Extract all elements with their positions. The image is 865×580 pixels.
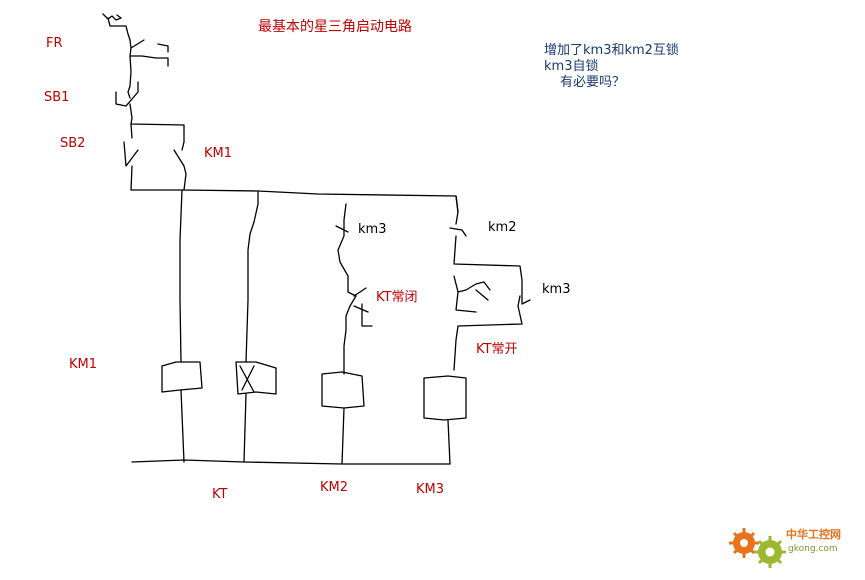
label-kt-coil: KT xyxy=(212,487,228,502)
note-line-2: km3自锁 xyxy=(544,59,599,74)
note-line-3: 有必要吗？ xyxy=(560,75,626,90)
label-km3-self-hold: km3 xyxy=(542,282,571,297)
km3-coil xyxy=(423,375,467,421)
km2-coil xyxy=(321,371,365,409)
km3-nc-contact xyxy=(335,225,349,233)
km3-coil-lead xyxy=(447,419,451,465)
label-km1-contact: KM1 xyxy=(204,146,233,161)
sb1-contact xyxy=(115,55,139,107)
label-km1-coil: KM1 xyxy=(69,357,98,372)
kt-coil-lead xyxy=(243,393,247,463)
fr-contact xyxy=(129,39,169,67)
label-km3-coil: KM3 xyxy=(416,482,445,497)
kt-no-contact xyxy=(453,275,491,313)
sb2-top-wire xyxy=(129,103,185,143)
branch-kt xyxy=(245,190,259,363)
label-sb1: SB1 xyxy=(44,90,70,105)
kt-coil-mark xyxy=(239,365,255,393)
kt-nc-contact xyxy=(353,287,373,327)
bottom-bus xyxy=(131,459,451,465)
label-sb2: SB2 xyxy=(60,136,86,151)
top-terminal xyxy=(102,13,122,21)
annotation-note: 增加了km3和km2互锁 km3自锁 有必要吗？ xyxy=(544,43,679,91)
label-kt-nc: KT常闭 xyxy=(376,290,418,305)
watermark-name: 中华工控网 xyxy=(786,528,841,541)
km1-hold-contact xyxy=(173,141,187,191)
watermark-gear-icon xyxy=(729,528,786,568)
top-bus xyxy=(130,189,459,213)
kt-coil xyxy=(235,361,277,395)
km1-coil xyxy=(161,361,203,393)
diagram-title: 最基本的星三角启动电路 xyxy=(258,19,412,35)
label-kt-no: KT常开 xyxy=(476,342,518,357)
watermark-url: gkong.com xyxy=(788,544,838,554)
label-km2-contact: km2 xyxy=(488,220,517,235)
label-km3-contact: km3 xyxy=(358,222,387,237)
sb2-contact xyxy=(123,123,139,191)
km2-coil-lead xyxy=(341,407,345,465)
note-line-1: 增加了km3和km2互锁 xyxy=(544,43,679,58)
label-fr: FR xyxy=(46,36,63,51)
main-wire-top xyxy=(107,17,131,41)
branch-km3 xyxy=(449,195,531,371)
label-km2-coil: KM2 xyxy=(320,480,349,495)
branch-km2 xyxy=(337,203,357,375)
km1-coil-lead xyxy=(180,389,185,463)
branch-km1 xyxy=(179,189,183,363)
